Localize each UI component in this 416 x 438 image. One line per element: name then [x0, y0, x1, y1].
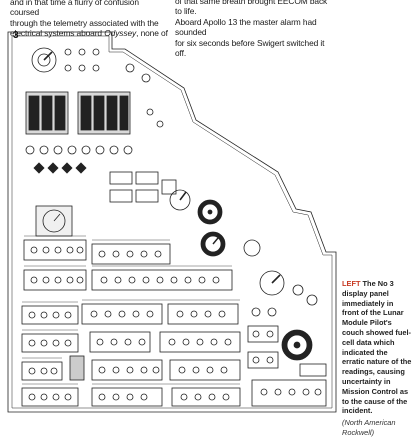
article-line: and in that time a flurry of confusion c…: [10, 0, 139, 18]
dial-instrument-1: [197, 199, 223, 225]
article-left-column: and in that time a flurry of confusion c…: [10, 0, 170, 39]
toggle-switch-bank-3: [21, 303, 239, 325]
indicator-row: [33, 162, 87, 174]
article-line: for six seconds before Swigert switched …: [175, 37, 325, 59]
toggle-switch-row-1: [25, 145, 133, 155]
dial-instrument-3: [281, 329, 313, 361]
caption-credit: (North American Rockwell): [342, 418, 396, 437]
article-line: Aboard Apollo 13 the master alarm had so…: [175, 16, 317, 38]
rotary-knob-mid: [243, 239, 261, 257]
top-rotary-switch: [31, 47, 57, 73]
toggle-switch-bank-5: [21, 355, 241, 381]
fuel-cell-meter-group-right: [77, 91, 131, 135]
dial-instrument-2: [200, 231, 226, 257]
article-line: through the telemetry associated with th…: [10, 17, 159, 28]
label-plates: [22, 235, 240, 385]
figure-caption: LEFT The No 3 display panel immediately …: [342, 279, 412, 438]
toggle-switch-bank-1: [23, 239, 171, 265]
toggle-switch-bank-6: [21, 379, 327, 407]
round-instrument-left: [35, 205, 73, 237]
toggle-switch-bank-4: [21, 331, 241, 353]
article-right-column: of that same breath brought EECOM back t…: [175, 0, 335, 58]
top-switch-row: [64, 48, 100, 72]
rotary-knob-right: [259, 270, 285, 296]
panel-inner-outline: [11, 35, 333, 409]
toggle-switch-block-upper: [109, 171, 177, 203]
fuel-cell-meter-group-left: [25, 91, 69, 135]
article-line: of that same breath brought EECOM back t…: [175, 0, 328, 17]
panel-outline: [7, 31, 337, 413]
toggle-switch-bank-2: [23, 269, 233, 291]
article-line: electrical systems aboard Odyssey, none …: [10, 28, 168, 39]
right-switch-block: [247, 325, 327, 377]
control-panel-drawing: [7, 31, 337, 413]
caption-body: The No 3 display panel immediately in fr…: [342, 279, 412, 416]
caption-keyword: LEFT: [342, 279, 361, 288]
panel-number: 3: [13, 30, 19, 41]
rotary-knob-upper: [169, 189, 191, 211]
